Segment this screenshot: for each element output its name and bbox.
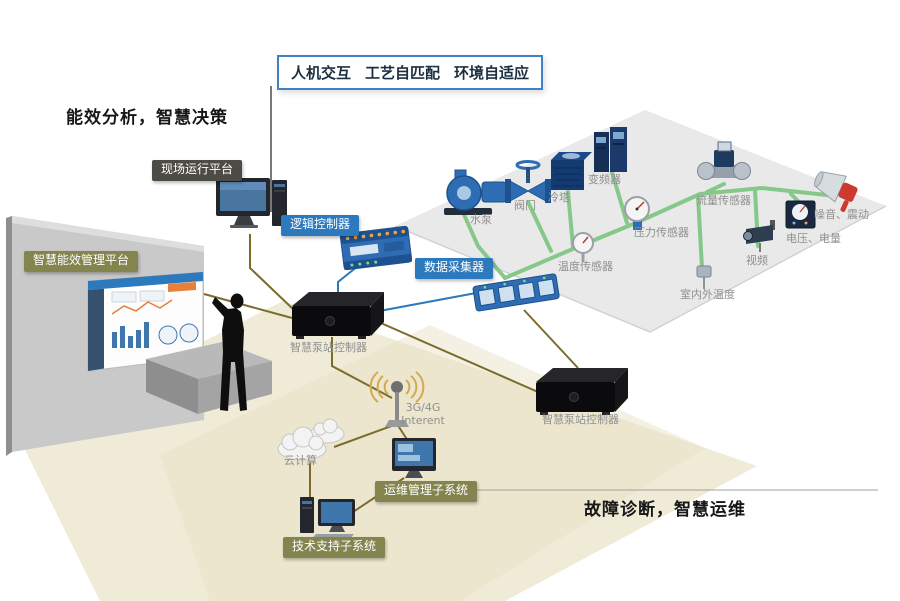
inverter-label: 变频器: [588, 173, 621, 186]
ops-subsystem-label: 运维管理子系统: [375, 481, 478, 502]
energy-platform-label: 智慧能效管理平台: [24, 251, 139, 272]
network-label: 3G/4G Interent: [396, 401, 450, 427]
video-camera-icon: [743, 220, 775, 252]
temperature-sensor-label: 温度传感器: [558, 260, 613, 273]
top-left-banner: 能效分析，智慧决策: [66, 108, 228, 128]
ops-monitor-icon: [392, 438, 436, 478]
person-silhouette: [212, 293, 247, 411]
megaphone-icon: [813, 171, 858, 212]
indoor-outdoor-temp-label: 室内外温度: [680, 288, 735, 301]
valve-icon: [505, 160, 551, 203]
data-collector-label: 数据采集器: [415, 258, 494, 279]
antenna-icon: [369, 371, 425, 427]
inverter-icon: [594, 127, 627, 172]
top-banner-phrase-2: 工艺自匹配: [365, 64, 441, 82]
temperature-sensor-icon: [572, 232, 594, 262]
pump-controller-label: 智慧泵站控制器: [290, 341, 367, 354]
noise-vibration-label: 噪音、震动: [814, 208, 869, 221]
cooling-tower-icon: [551, 152, 592, 190]
pump-controller-2-icon: [536, 368, 628, 415]
logic-controller-label: 逻辑控制器: [281, 215, 360, 236]
cloud-icon: [277, 418, 345, 461]
top-banner-phrase-1: 人机交互: [291, 64, 352, 82]
video-label: 视频: [746, 254, 768, 267]
pump-controller-2-label: 智慧泵站控制器: [542, 413, 619, 426]
pump-label: 水泵: [470, 213, 492, 226]
indoor-outdoor-temp-icon: [696, 265, 712, 289]
cooling-tower-label: 冷塔: [548, 191, 570, 204]
site-computer-icon: [216, 178, 287, 228]
top-banner-phrase-3: 环境自适应: [454, 64, 530, 82]
pressure-sensor-icon: [624, 196, 650, 230]
data-collector-icon: [472, 273, 560, 312]
pressure-sensor-label: 压力传感器: [634, 226, 689, 239]
bottom-right-banner: 故障诊断，智慧运维: [584, 500, 746, 520]
network-label-line2: Interent: [401, 413, 445, 427]
pump-controller-icon: [292, 292, 384, 339]
valve-label: 阀门: [514, 199, 536, 212]
flow-sensor-icon: [697, 141, 751, 180]
top-banner-box: 人机交互 工艺自匹配 环境自适应: [277, 55, 544, 90]
network-label-line1: 3G/4G: [405, 401, 441, 414]
connection-lines: [203, 86, 878, 515]
voltage-power-label: 电压、电量: [786, 232, 841, 245]
dashboard-screen: [87, 271, 204, 372]
voltage-meter-icon: [785, 200, 816, 229]
site-platform-label: 现场运行平台: [152, 160, 243, 181]
logic-controller-icon: [339, 225, 413, 271]
water-pump-icon: [444, 169, 507, 215]
flow-sensor-label: 流量传感器: [696, 194, 751, 207]
cloud-label: 云计算: [284, 454, 317, 467]
tech-subsystem-label: 技术支持子系统: [283, 537, 386, 558]
